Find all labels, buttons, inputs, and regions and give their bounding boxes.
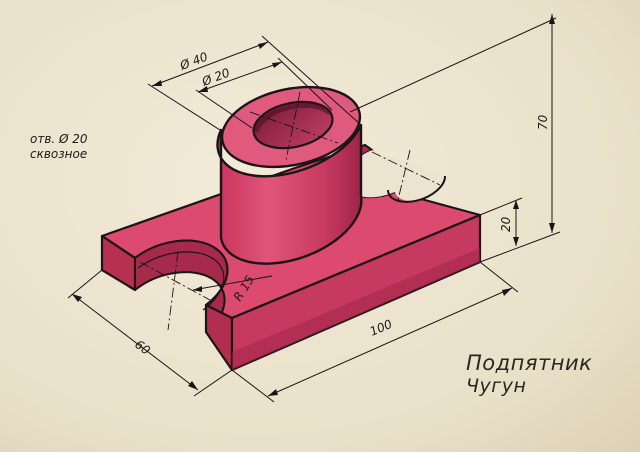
hole-note-line1: отв. Ø 20 (30, 132, 88, 146)
center-lines (139, 91, 441, 331)
dim-length: 100 (368, 317, 395, 339)
dim-height-total: 70 (536, 114, 550, 130)
dim-width: 60 (132, 337, 153, 358)
base-front-shade (232, 248, 480, 370)
part-material: Чугун (466, 375, 527, 397)
right-slot-cutout (344, 150, 446, 201)
hole-note: отв. Ø 20 сквозное (30, 132, 88, 162)
dim-height-base: 20 (499, 216, 513, 232)
dimension-arrows (72, 14, 555, 396)
cylinder-body (216, 123, 363, 265)
title-block: Подпятник Чугун (466, 352, 592, 398)
left-slot-inner (137, 251, 225, 311)
part-name: Подпятник (466, 351, 593, 375)
hole-note-line2: сквозное (30, 147, 88, 161)
dim-outer-diameter: Ø 40 (177, 49, 210, 73)
